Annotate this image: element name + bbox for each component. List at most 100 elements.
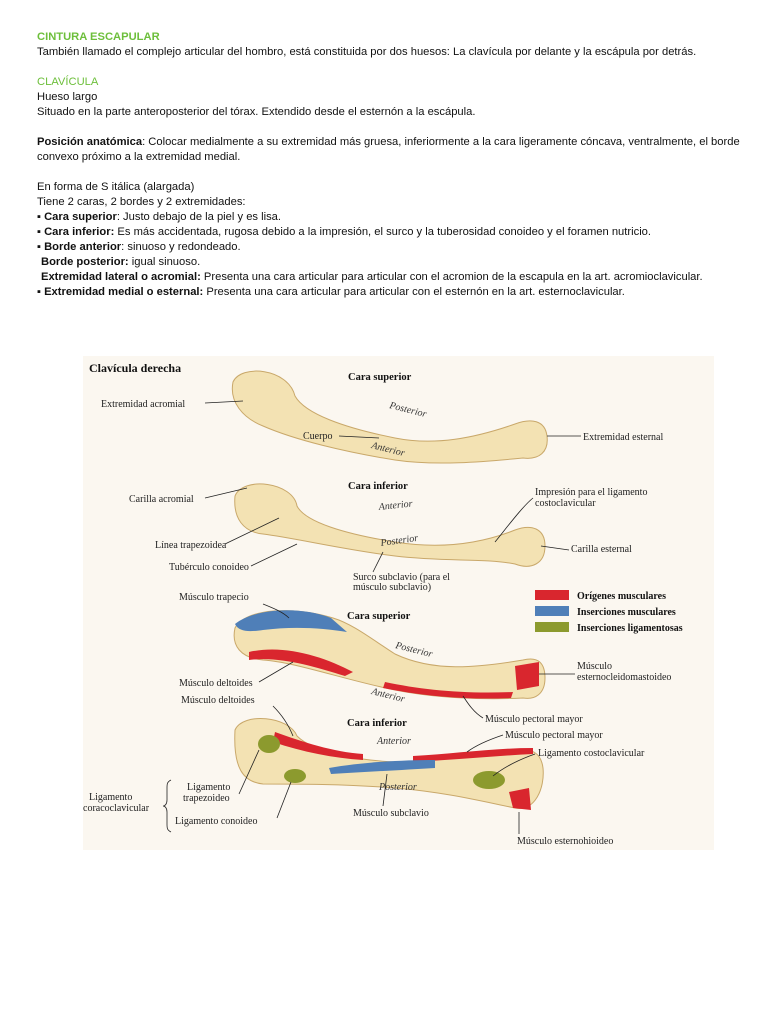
label-trap-1: Ligamento [187,782,230,793]
leader-line [250,543,298,567]
leader-line [494,497,534,543]
bullet: ▪ [37,211,45,223]
legend-swatch-inserciones-musculares [535,606,569,616]
legend-swatch-origenes [535,590,569,600]
leader-line [238,749,260,795]
label-anterior-4: Anterior [376,736,411,747]
item-label: Cara inferior: [44,226,115,238]
list-item: ▪ Cara superior: Justo debajo de la piel… [37,210,747,225]
label-musculo-deltoides-4: Músculo deltoides [181,695,255,706]
legend-label-inserciones-ligamentosas: Inserciones ligamentosas [577,623,683,634]
leader-line [258,661,294,683]
posicion-label: Posición anatómica [37,136,143,148]
item-text: : Justo debajo de la piel y es lisa. [116,211,282,223]
line-tiene: Tiene 2 caras, 2 bordes y 2 extremidades… [37,196,246,208]
item-label: Extremidad medial o esternal: [44,286,204,298]
label-surco-2: músculo subclavio) [353,582,431,593]
leader-line [204,400,244,404]
label-impresion-2: costoclavicular [535,498,596,509]
label-anterior-2: Anterior [377,498,413,513]
origin-pectoral-inf [413,748,533,762]
view-inferior-muscles: Músculo deltoides Cara inferior Anterior… [83,695,645,847]
insertion-trapecio [235,610,347,632]
label-posterior-2: Posterior [379,533,419,549]
leader-line [540,545,570,551]
figure-title: Clavícula derecha [89,361,181,375]
legend-label-origenes: Orígenes musculares [577,591,666,602]
item-text: igual sinuoso. [128,256,201,268]
leader-line [492,753,536,777]
label-posterior-4: Posterior [378,782,417,793]
bone-superior-1 [231,370,548,464]
leader-line [262,603,290,619]
item-label: Extremidad lateral o acromial: [41,271,201,283]
view-superior-1: Cara superior Extremidad acromial Poster… [101,370,663,464]
view4-title: Cara inferior [347,718,407,729]
label-tuberculo-conoideo: Tubérculo conoideo [169,562,249,573]
bullet: ▪ [37,241,45,253]
clavicle-illustration: Clavícula derecha Cara superior Extremid… [83,361,683,847]
leader-line [372,551,384,573]
leader-line [224,517,280,545]
label-pectoral-3: Músculo pectoral mayor [485,714,583,725]
item-text: Presenta una cara articular para articul… [200,271,703,283]
label-pectoral-4: Músculo pectoral mayor [505,730,603,741]
leader-line [338,435,380,439]
label-extremidad-acromial: Extremidad acromial [101,399,185,410]
item-text: Presenta una cara articular para articul… [203,286,625,298]
origin-deltoides-inf [273,732,363,760]
insertion-trapezoideo [258,735,280,753]
bullet: ▪ [37,226,45,238]
posicion-text: : Colocar medialmente a su extremidad má… [37,136,740,163]
leader-line [466,734,504,753]
item-text: Es más accidentada, rugosa debido a la i… [114,226,652,238]
bullet: ▪ [37,286,45,298]
list-item: Extremidad lateral o acromial: Presenta … [37,270,747,285]
origin-esternohioideo [509,788,531,810]
leader-line [462,695,484,719]
label-subclavio: Músculo subclavio [353,808,429,819]
subsection-heading: CLAVÍCULA [37,76,99,88]
origin-deltoides [249,649,353,676]
view1-title: Cara superior [348,372,412,383]
list-item: Borde posterior: igual sinuoso. [37,255,747,270]
origin-pectoral [383,682,513,699]
clavicle-figure: Clavícula derecha Cara superior Extremid… [83,356,714,850]
text-body: CINTURA ESCAPULAR También llamado el com… [37,30,747,300]
origin-scm [515,662,539,690]
label-carilla-acromial: Carilla acromial [129,494,194,505]
leader-line [276,781,292,819]
label-impresion-1: Impresión para el ligamento [535,487,647,498]
label-surco-1: Surco subclavio (para el [353,572,450,583]
label-posterior: Posterior [387,400,427,420]
item-label: Cara superior [44,211,117,223]
list-item: ▪ Extremidad medial o esternal: Presenta… [37,285,747,300]
leader-line [382,773,388,807]
legend-swatch-inserciones-ligamentosas [535,622,569,632]
list-item: ▪ Borde anterior: sinuoso y redondeado. [37,240,747,255]
item-label: Borde posterior: [41,256,129,268]
label-lig-costoclavicular: Ligamento costoclavicular [538,748,645,759]
label-scm-1: Músculo [577,661,612,672]
line-forma: En forma de S itálica (alargada) [37,181,195,193]
label-scm-2: esternocleidomastoideo [577,672,671,683]
label-extremidad-esternal: Extremidad esternal [583,432,663,443]
leader-line [204,487,248,499]
label-linea-trapezoidea: Línea trapezoidea [155,540,227,551]
list-item: ▪ Cara inferior: Es más accidentada, rug… [37,225,747,240]
view3-title: Cara superior [347,611,411,622]
item-label: Borde anterior [44,241,122,253]
item-text: : sinuoso y redondeado. [121,241,241,253]
insertion-subclavio [329,760,435,774]
view2-title: Cara inferior [348,481,408,492]
label-lig-conoideo: Ligamento conoideo [175,816,257,827]
label-coraco-1: Ligamento [89,792,132,803]
label-musculo-trapecio: Músculo trapecio [179,592,249,603]
leader-line [272,705,294,737]
label-trap-2: trapezoideo [183,793,230,804]
insertion-costoclavicular [473,771,505,789]
posicion-anatomica: Posición anatómica: Colocar medialmente … [37,135,747,165]
line-hueso: Hueso largo [37,91,98,103]
legend-label-inserciones-musculares: Inserciones musculares [577,607,676,618]
